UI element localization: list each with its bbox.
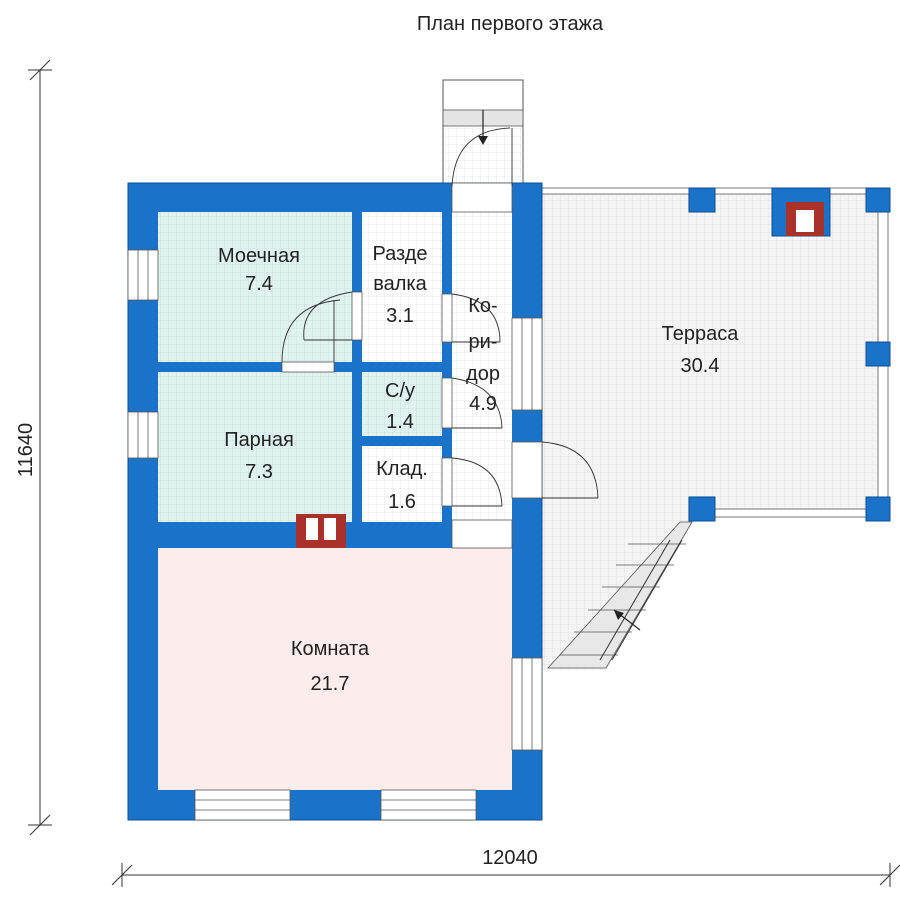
room-washroom xyxy=(158,212,352,362)
label-corridor-area: 4.9 xyxy=(469,393,497,415)
dimension-width: 12040 xyxy=(111,847,900,887)
room-steam xyxy=(158,372,352,522)
label-wc-name: С/у xyxy=(385,380,415,402)
label-corridor-name2: ри- xyxy=(469,331,498,353)
entrance-stairs xyxy=(442,79,524,187)
label-corridor-name: Ко- xyxy=(468,295,497,317)
label-main-room-area: 21.7 xyxy=(311,673,350,695)
label-storage-area: 1.6 xyxy=(388,491,416,513)
label-steam-area: 7.3 xyxy=(245,461,273,483)
room-changing xyxy=(362,212,442,362)
terrace xyxy=(541,187,891,670)
label-washroom-area: 7.4 xyxy=(245,273,273,295)
room-labels: Моечная 7.4 Разде валка 3.1 Ко- ри- дор … xyxy=(218,243,739,695)
doors xyxy=(281,182,543,549)
room-main xyxy=(158,548,512,790)
label-wc-area: 1.4 xyxy=(386,411,414,433)
label-changing-area: 3.1 xyxy=(386,305,414,327)
dimension-height: 11640 xyxy=(15,59,52,836)
label-main-room-name: Комната xyxy=(291,638,370,660)
label-changing-name2: валка xyxy=(373,273,427,295)
label-washroom-name: Моечная xyxy=(218,245,300,267)
dimension-width-label: 12040 xyxy=(482,847,538,869)
windows xyxy=(127,249,543,821)
label-storage-name: Клад. xyxy=(376,458,428,480)
label-terrace-name: Терраса xyxy=(662,323,740,345)
room-wc xyxy=(362,372,442,436)
stove xyxy=(296,514,346,548)
plan-title: План первого этажа xyxy=(417,13,604,35)
label-corridor-name3: дор xyxy=(466,363,500,385)
room-storage xyxy=(362,446,442,522)
label-changing-name: Разде xyxy=(372,243,427,265)
door-swings xyxy=(281,127,599,507)
room-corridor xyxy=(452,212,512,520)
label-terrace-area: 30.4 xyxy=(681,355,720,377)
dimension-height-label: 11640 xyxy=(15,423,37,477)
label-steam-name: Парная xyxy=(224,429,294,451)
